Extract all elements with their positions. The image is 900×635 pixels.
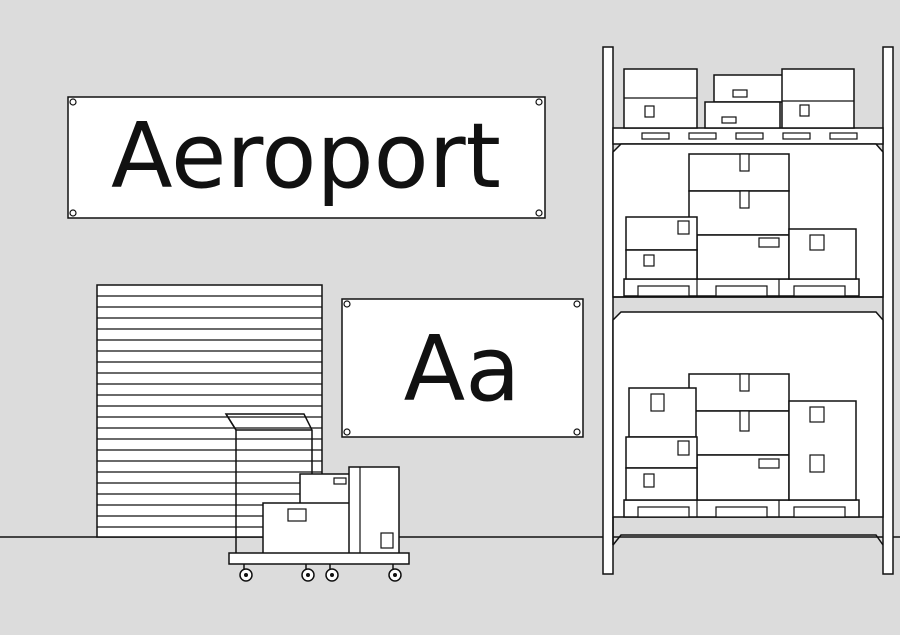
cardboard-box-icon bbox=[688, 410, 790, 456]
cardboard-box-icon bbox=[781, 68, 855, 129]
cardboard-box-icon bbox=[696, 454, 790, 501]
cardboard-box-icon bbox=[688, 373, 790, 412]
wheel-icon bbox=[325, 564, 339, 582]
wheel-icon bbox=[388, 564, 402, 582]
cardboard-box-icon bbox=[696, 234, 790, 280]
sign-screw-icon bbox=[69, 209, 77, 217]
sign-screw-icon bbox=[343, 428, 351, 436]
wheel-icon bbox=[239, 564, 253, 582]
specimen-sign: Aa bbox=[341, 298, 584, 438]
cardboard-box-icon bbox=[713, 74, 785, 103]
roller-shutter-icon bbox=[96, 284, 323, 538]
cardboard-box-icon bbox=[625, 249, 698, 280]
wheel-icon bbox=[301, 564, 315, 582]
shelf-base bbox=[612, 534, 884, 546]
specimen-text: Aa bbox=[404, 317, 521, 422]
shelf-upright bbox=[602, 46, 614, 575]
sign-screw-icon bbox=[343, 300, 351, 308]
cardboard-box-icon bbox=[688, 153, 790, 192]
warehouse-shelf-icon bbox=[602, 46, 894, 575]
cardboard-box-icon bbox=[688, 190, 790, 236]
aeroport-sign: Aeroport bbox=[67, 96, 546, 219]
hand-cart-icon bbox=[224, 413, 410, 582]
cardboard-box-icon bbox=[788, 400, 857, 501]
sign-screw-icon bbox=[535, 98, 543, 106]
shelf-upright bbox=[882, 46, 894, 575]
cardboard-box-icon bbox=[262, 502, 352, 555]
cardboard-box-icon bbox=[348, 466, 400, 555]
cardboard-box-icon bbox=[628, 387, 697, 438]
cardboard-box-icon bbox=[623, 68, 698, 129]
cardboard-box-icon bbox=[704, 101, 781, 129]
sign-screw-icon bbox=[535, 209, 543, 217]
sign-screw-icon bbox=[573, 300, 581, 308]
cardboard-box-icon bbox=[625, 467, 698, 501]
cardboard-box-icon bbox=[299, 473, 351, 505]
sign-screw-icon bbox=[573, 428, 581, 436]
cardboard-box-icon bbox=[788, 228, 857, 280]
sign-screw-icon bbox=[69, 98, 77, 106]
cardboard-box-icon bbox=[625, 436, 698, 469]
cardboard-box-icon bbox=[625, 216, 698, 251]
sign-title: Aeroport bbox=[111, 104, 501, 209]
